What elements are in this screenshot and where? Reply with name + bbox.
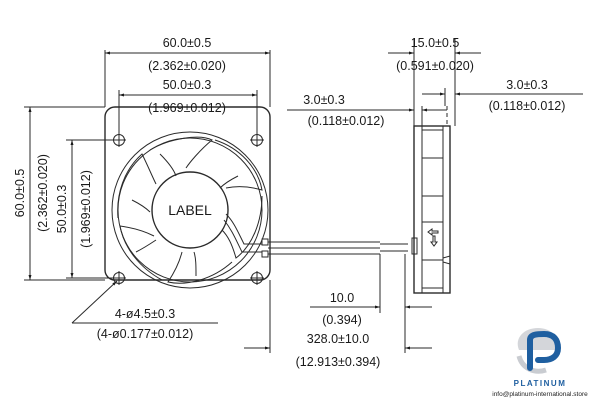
svg-text:4-ø4.5±0.3: 4-ø4.5±0.3 (115, 307, 175, 321)
rotation-direction-icon (430, 235, 438, 247)
svg-text:(12.913±0.394): (12.913±0.394) (296, 355, 381, 369)
svg-text:60.0±0.5: 60.0±0.5 (163, 36, 212, 50)
fan-hub (151, 171, 229, 249)
fan-blades (117, 136, 263, 284)
svg-text:(2.362±0.020): (2.362±0.020) (36, 154, 50, 232)
svg-text:328.0±10.0: 328.0±10.0 (307, 332, 370, 346)
wire-exit (411, 237, 418, 255)
mount-hole-br (250, 271, 264, 285)
brand-email[interactable]: info@platinum-international.store (492, 391, 588, 398)
dim-hole-spacing-height: 50.0±0.3 (1.969±0.012) (55, 139, 119, 279)
svg-text:(4-ø0.177±0.012): (4-ø0.177±0.012) (97, 327, 194, 341)
svg-text:(1.969±0.012): (1.969±0.012) (148, 101, 226, 115)
dim-wire-length: 328.0±10.0 (12.913±0.394) (244, 280, 432, 369)
wire-harness (223, 213, 408, 258)
dim-depth: 15.0±0.5 (0.591±0.020) (388, 36, 481, 126)
platinum-logo: PLATINUM info@platinum-international.sto… (492, 328, 588, 398)
svg-text:3.0±0.3: 3.0±0.3 (303, 93, 345, 107)
svg-text:3.0±0.3: 3.0±0.3 (506, 78, 548, 92)
svg-text:50.0±0.3: 50.0±0.3 (163, 78, 212, 92)
svg-text:(1.969±0.012): (1.969±0.012) (79, 170, 93, 248)
dim-overall-width: 60.0±0.5 (2.362±0.020) (104, 36, 271, 107)
fan-outer-ring (111, 131, 269, 289)
dim-hole-spacing-width: 50.0±0.3 (1.969±0.012) (118, 78, 258, 140)
dim-flange-right: 3.0±0.3 (0.118±0.012) (422, 78, 583, 113)
svg-text:15.0±0.5: 15.0±0.5 (411, 36, 460, 50)
airflow-direction-icon (427, 228, 439, 236)
svg-text:(0.118±0.012): (0.118±0.012) (308, 114, 385, 128)
fan-label-text: LABEL (168, 202, 212, 218)
svg-text:10.0: 10.0 (330, 291, 354, 305)
svg-text:60.0±0.5: 60.0±0.5 (13, 169, 27, 218)
svg-text:(2.362±0.020): (2.362±0.020) (148, 59, 226, 73)
dim-overall-height: 60.0±0.5 (2.362±0.020) (13, 106, 105, 281)
front-view: LABEL (104, 106, 408, 289)
dim-flange-left: 3.0±0.3 (0.118±0.012) (287, 93, 448, 128)
svg-text:(0.394): (0.394) (322, 313, 362, 327)
fan-frame (104, 106, 271, 281)
dim-mount-holes: 4-ø4.5±0.3 (4-ø0.177±0.012) (71, 280, 218, 341)
svg-text:(0.591±0.020): (0.591±0.020) (396, 59, 474, 73)
brand-name: PLATINUM (514, 379, 567, 388)
svg-text:(0.118±0.012): (0.118±0.012) (489, 99, 566, 113)
dim-wire-strip: 10.0 (0.394) (310, 254, 432, 353)
side-view (411, 125, 451, 294)
side-frame (413, 125, 451, 294)
svg-text:50.0±0.3: 50.0±0.3 (55, 185, 69, 234)
